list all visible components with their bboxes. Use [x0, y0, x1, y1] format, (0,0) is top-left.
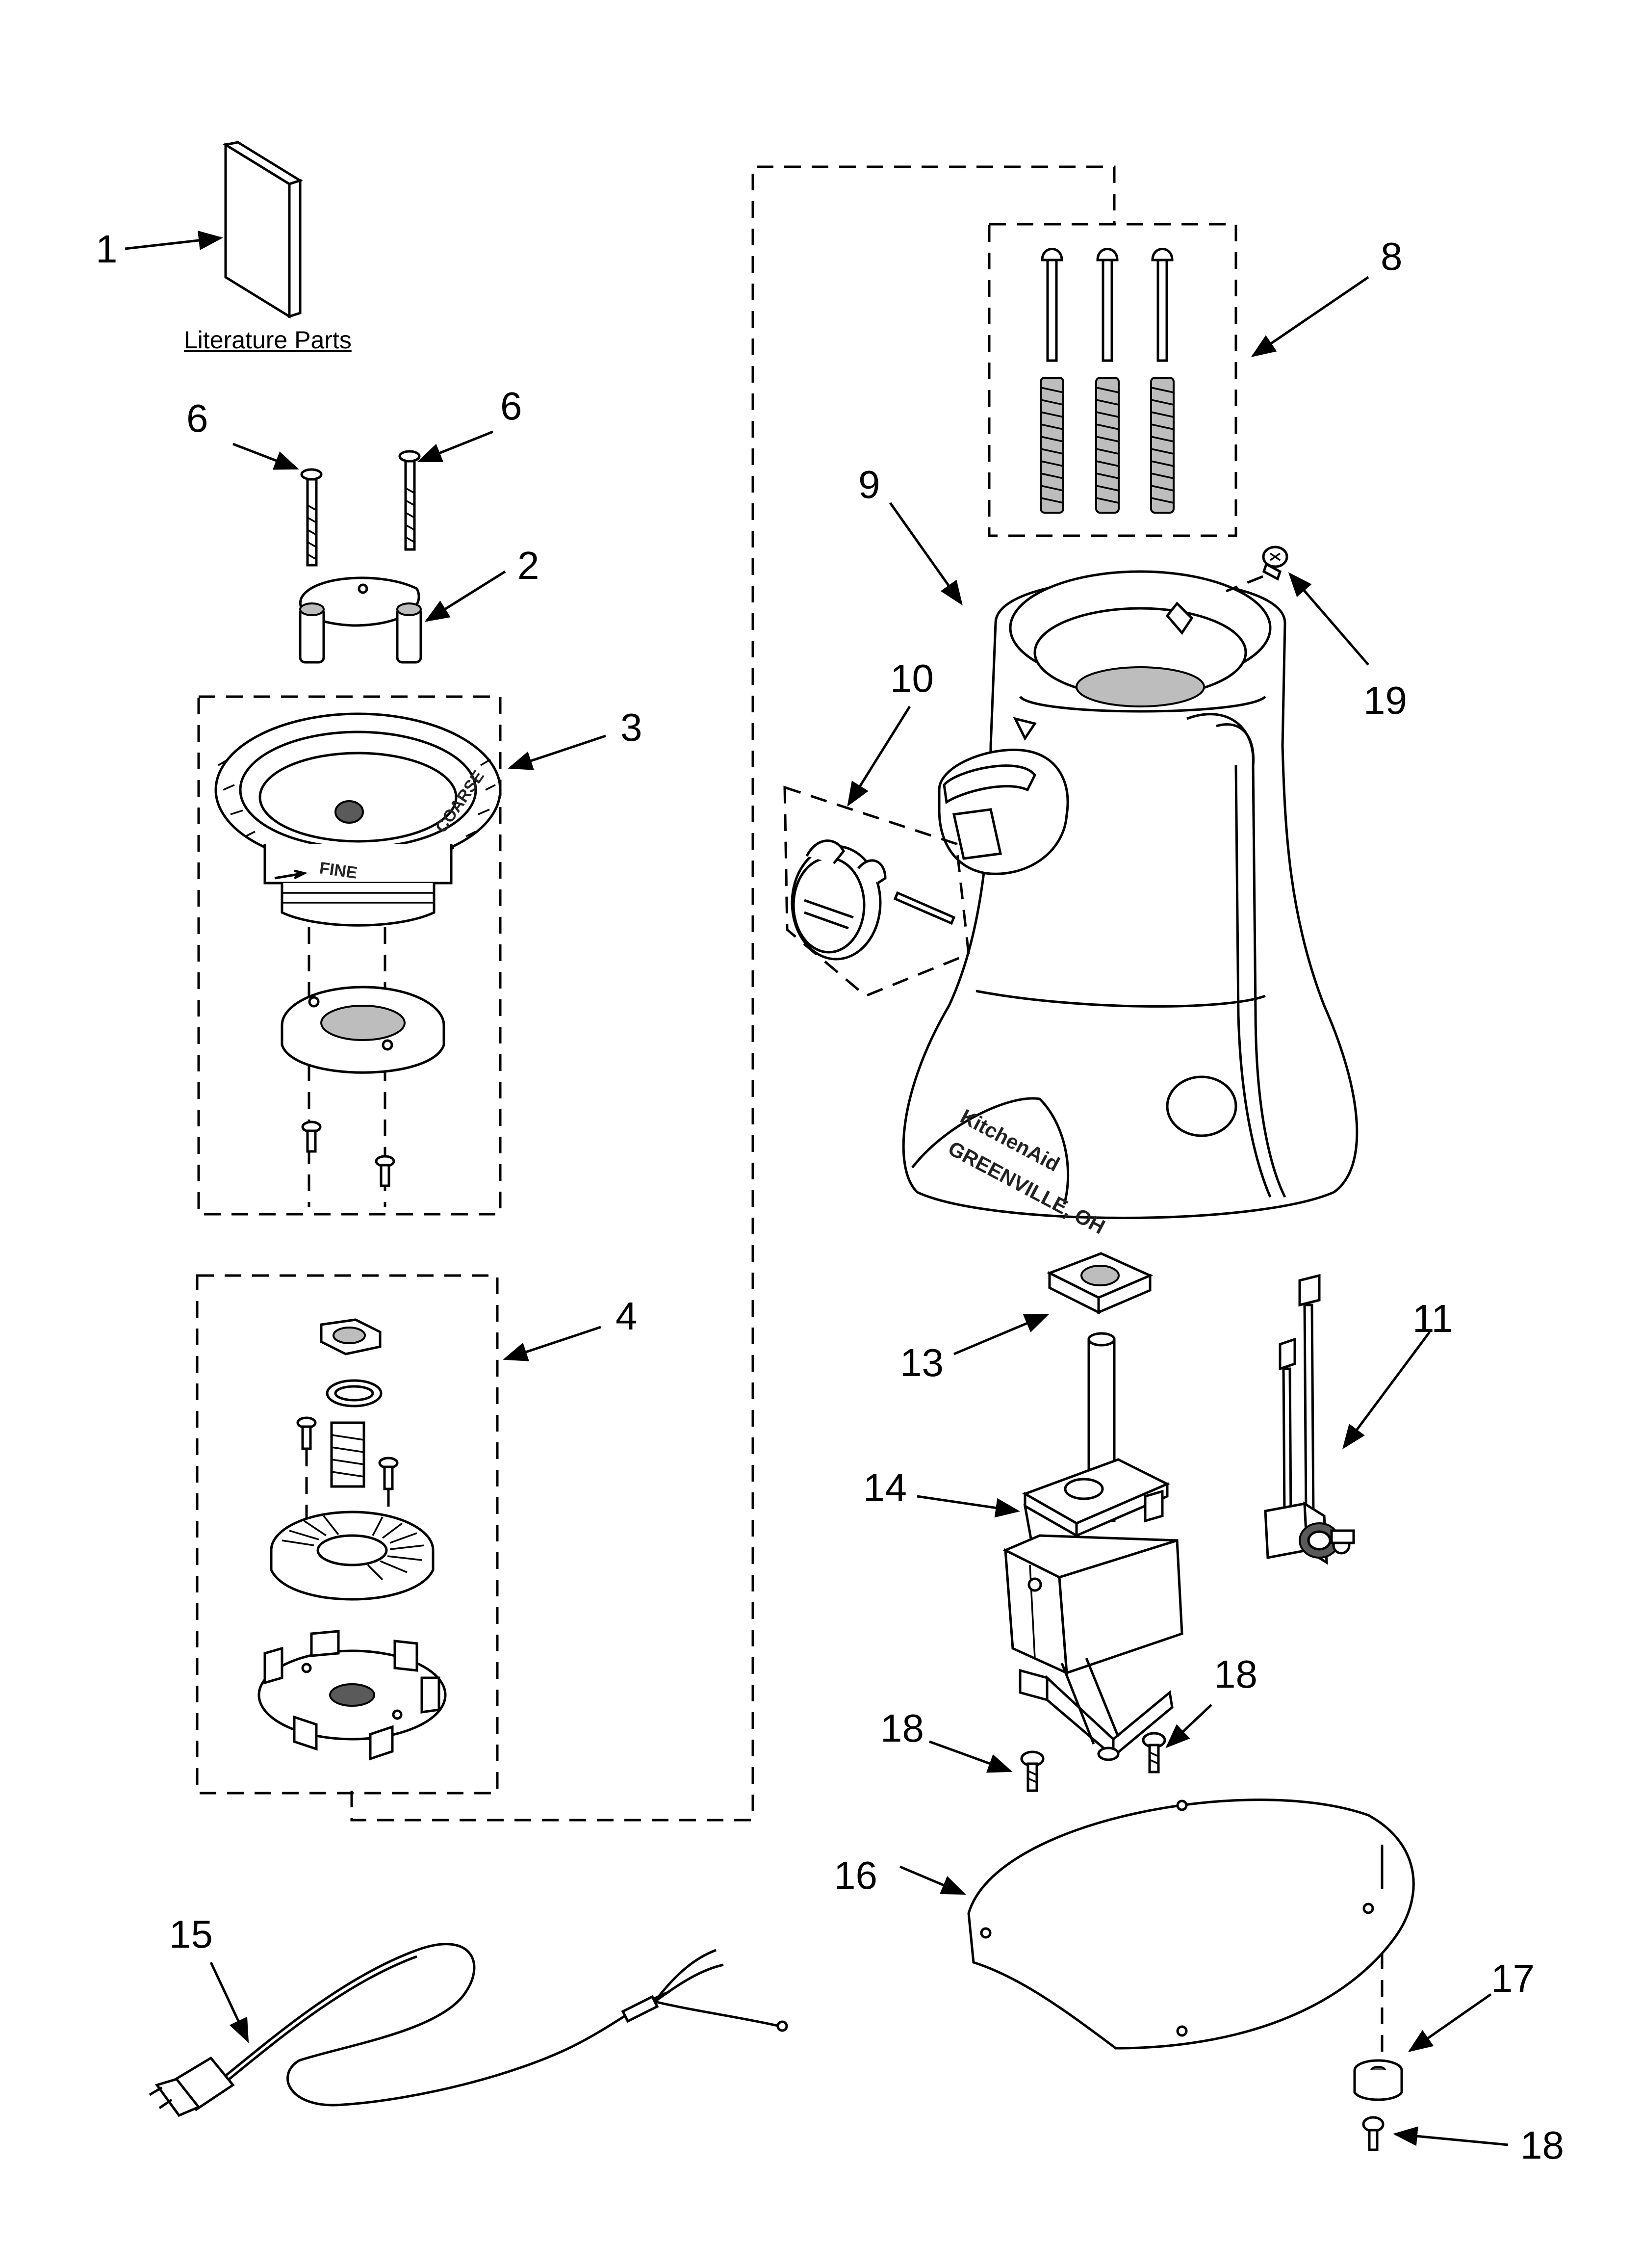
callout-11: 11: [1412, 1297, 1453, 1340]
foot: [1353, 2059, 1403, 2101]
screw-icon: [398, 450, 421, 463]
base-plate: [967, 1799, 1415, 2050]
power-cord-icon: [222, 1943, 670, 2107]
pad: [1046, 1252, 1154, 1315]
callout-numbers: 1 6 6 2 3 4 8 9 19 10 11 13 14 18 18 16 …: [96, 227, 1564, 2167]
callout-3: 3: [620, 705, 642, 749]
callout-19: 19: [1363, 678, 1407, 722]
callout-9: 9: [858, 463, 880, 506]
callout-6-left: 6: [186, 396, 208, 440]
callout-16: 16: [834, 1853, 877, 1897]
spring-rods: [1040, 248, 1175, 514]
callout-15: 15: [169, 1912, 213, 1956]
callout-2: 2: [517, 544, 539, 587]
small-screw: [1262, 546, 1288, 581]
base-plate-icon: [967, 1799, 1415, 2050]
callout-17: 17: [1491, 1956, 1535, 2000]
power-cord: [149, 1943, 788, 2117]
callout-14: 14: [863, 1466, 907, 1510]
literature-caption: Literature Parts: [184, 326, 352, 354]
screw-icon: [300, 468, 323, 481]
badge: [791, 839, 956, 961]
spring-rod-icon: [1150, 248, 1175, 514]
motor-screws: [1020, 1732, 1166, 1792]
callout-18-bottom: 18: [1520, 2123, 1564, 2167]
callout-4: 4: [616, 1294, 638, 1338]
callout-18-right: 18: [1214, 1652, 1257, 1696]
switch: [1264, 1274, 1355, 1565]
housing: KitchenAid GREENVILLE, OH: [902, 570, 1359, 1238]
motor: [1002, 1332, 1183, 1761]
spring-rod-icon: [1095, 248, 1120, 514]
burr-assembly: [257, 1318, 447, 1761]
callout-6-right: 6: [500, 384, 522, 428]
group-10-box: [783, 785, 970, 997]
burr-ring: [281, 986, 445, 1074]
callout-18-left: 18: [880, 1706, 924, 1750]
screw-right: [398, 450, 421, 551]
callout-13: 13: [900, 1341, 944, 1384]
switch-icon: [1298, 1274, 1321, 1307]
assembly-connector-line: [350, 165, 1116, 1822]
burr-carrier: FINE COARSE: [214, 712, 502, 927]
leader-arrows: [125, 231, 1509, 2146]
group-4-box: [196, 1274, 499, 1795]
spring-rod-icon: [1040, 248, 1064, 514]
literature-parts: [222, 141, 303, 319]
group-8-box: [988, 223, 1237, 537]
cap-plate: [299, 576, 422, 664]
group-3-box: [197, 695, 502, 1216]
callout-8: 8: [1381, 235, 1403, 278]
callout-1: 1: [96, 227, 118, 271]
group-3-screws: [301, 1121, 395, 1187]
foot-screw: [1362, 2116, 1385, 2151]
callout-10: 10: [890, 656, 934, 700]
housing-icon: [902, 577, 1359, 1219]
screw-left: [300, 468, 323, 567]
